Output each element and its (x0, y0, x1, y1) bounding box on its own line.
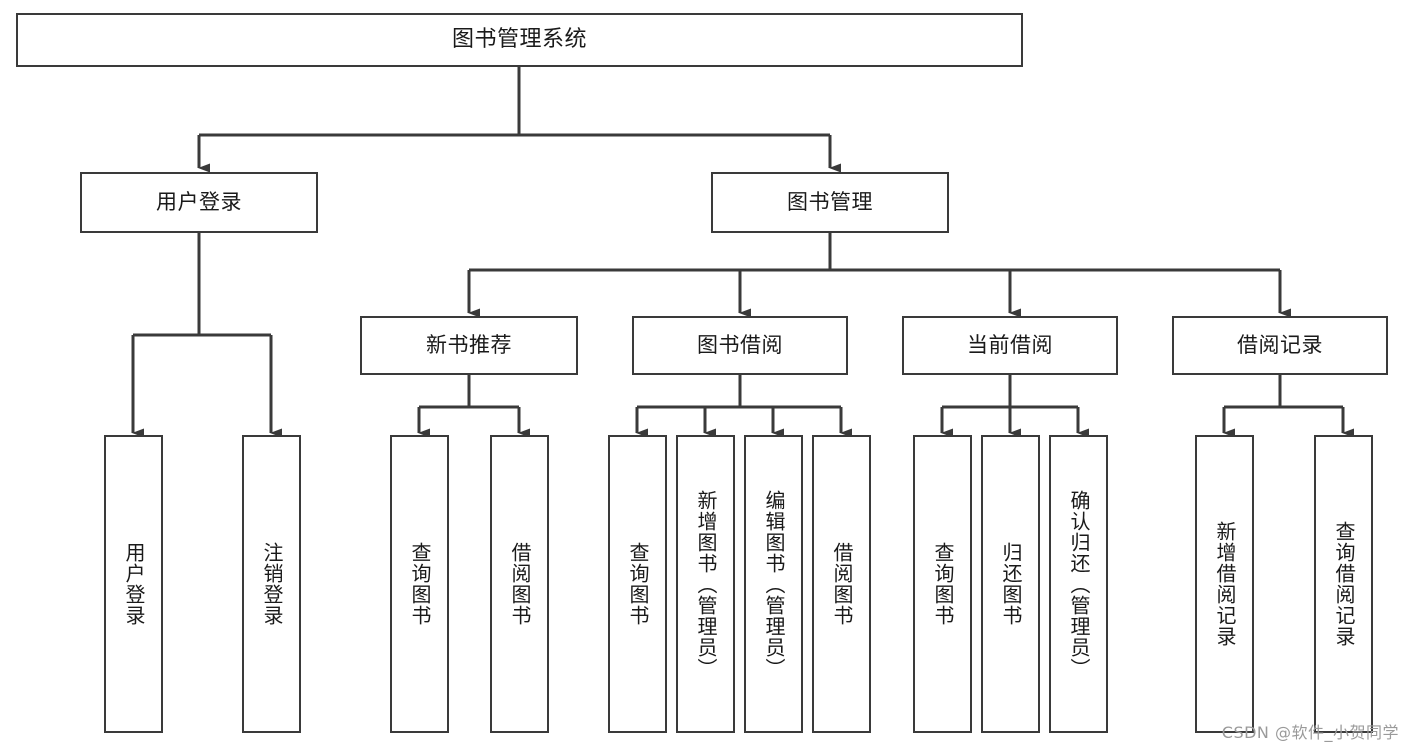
node-label: 确认归还（管理员） (1067, 489, 1091, 679)
node-new-book-recommend[interactable]: 新书推荐 (360, 316, 578, 375)
node-label: 新增借阅记录 (1213, 521, 1237, 647)
node-label: 查询图书 (931, 542, 955, 626)
node-book-borrow[interactable]: 图书借阅 (632, 316, 848, 375)
node-label: 用户登录 (122, 542, 146, 626)
node-leaf-add-record[interactable]: 新增借阅记录 (1195, 435, 1254, 733)
node-leaf-query-book-3[interactable]: 查询图书 (913, 435, 972, 733)
node-label: 编辑图书（管理员） (762, 489, 786, 679)
watermark: CSDN @软件_小贺同学 (1221, 723, 1399, 742)
node-label: 用户登录 (156, 189, 242, 214)
node-label: 图书借阅 (697, 332, 783, 357)
node-label: 图书管理系统 (451, 26, 587, 52)
node-leaf-query-book-2[interactable]: 查询图书 (608, 435, 667, 733)
node-user-login[interactable]: 用户登录 (80, 172, 318, 233)
node-leaf-logout[interactable]: 注销登录 (242, 435, 301, 733)
node-leaf-confirm-return[interactable]: 确认归还（管理员） (1049, 435, 1108, 733)
node-leaf-return-book[interactable]: 归还图书 (981, 435, 1040, 733)
node-label: 归还图书 (999, 542, 1023, 626)
node-label: 注销登录 (260, 542, 284, 626)
node-label: 借阅图书 (508, 542, 532, 626)
node-leaf-edit-book[interactable]: 编辑图书（管理员） (744, 435, 803, 733)
node-root-book-management-system[interactable]: 图书管理系统 (16, 13, 1023, 67)
node-leaf-query-record[interactable]: 查询借阅记录 (1314, 435, 1373, 733)
node-label: 当前借阅 (967, 332, 1053, 357)
node-label: 查询借阅记录 (1332, 521, 1356, 647)
node-label: 新增图书（管理员） (694, 489, 718, 679)
node-label: 图书管理 (787, 189, 873, 214)
node-label: 查询图书 (408, 542, 432, 626)
node-borrow-record[interactable]: 借阅记录 (1172, 316, 1388, 375)
node-leaf-add-book[interactable]: 新增图书（管理员） (676, 435, 735, 733)
node-leaf-borrow-book-2[interactable]: 借阅图书 (812, 435, 871, 733)
node-leaf-user-login[interactable]: 用户登录 (104, 435, 163, 733)
node-label: 查询图书 (626, 542, 650, 626)
node-leaf-query-book-1[interactable]: 查询图书 (390, 435, 449, 733)
node-label: 借阅记录 (1237, 332, 1323, 357)
node-label: 借阅图书 (830, 542, 854, 626)
node-leaf-borrow-book-1[interactable]: 借阅图书 (490, 435, 549, 733)
node-book-manage[interactable]: 图书管理 (711, 172, 949, 233)
node-label: 新书推荐 (426, 332, 512, 357)
node-current-borrow[interactable]: 当前借阅 (902, 316, 1118, 375)
